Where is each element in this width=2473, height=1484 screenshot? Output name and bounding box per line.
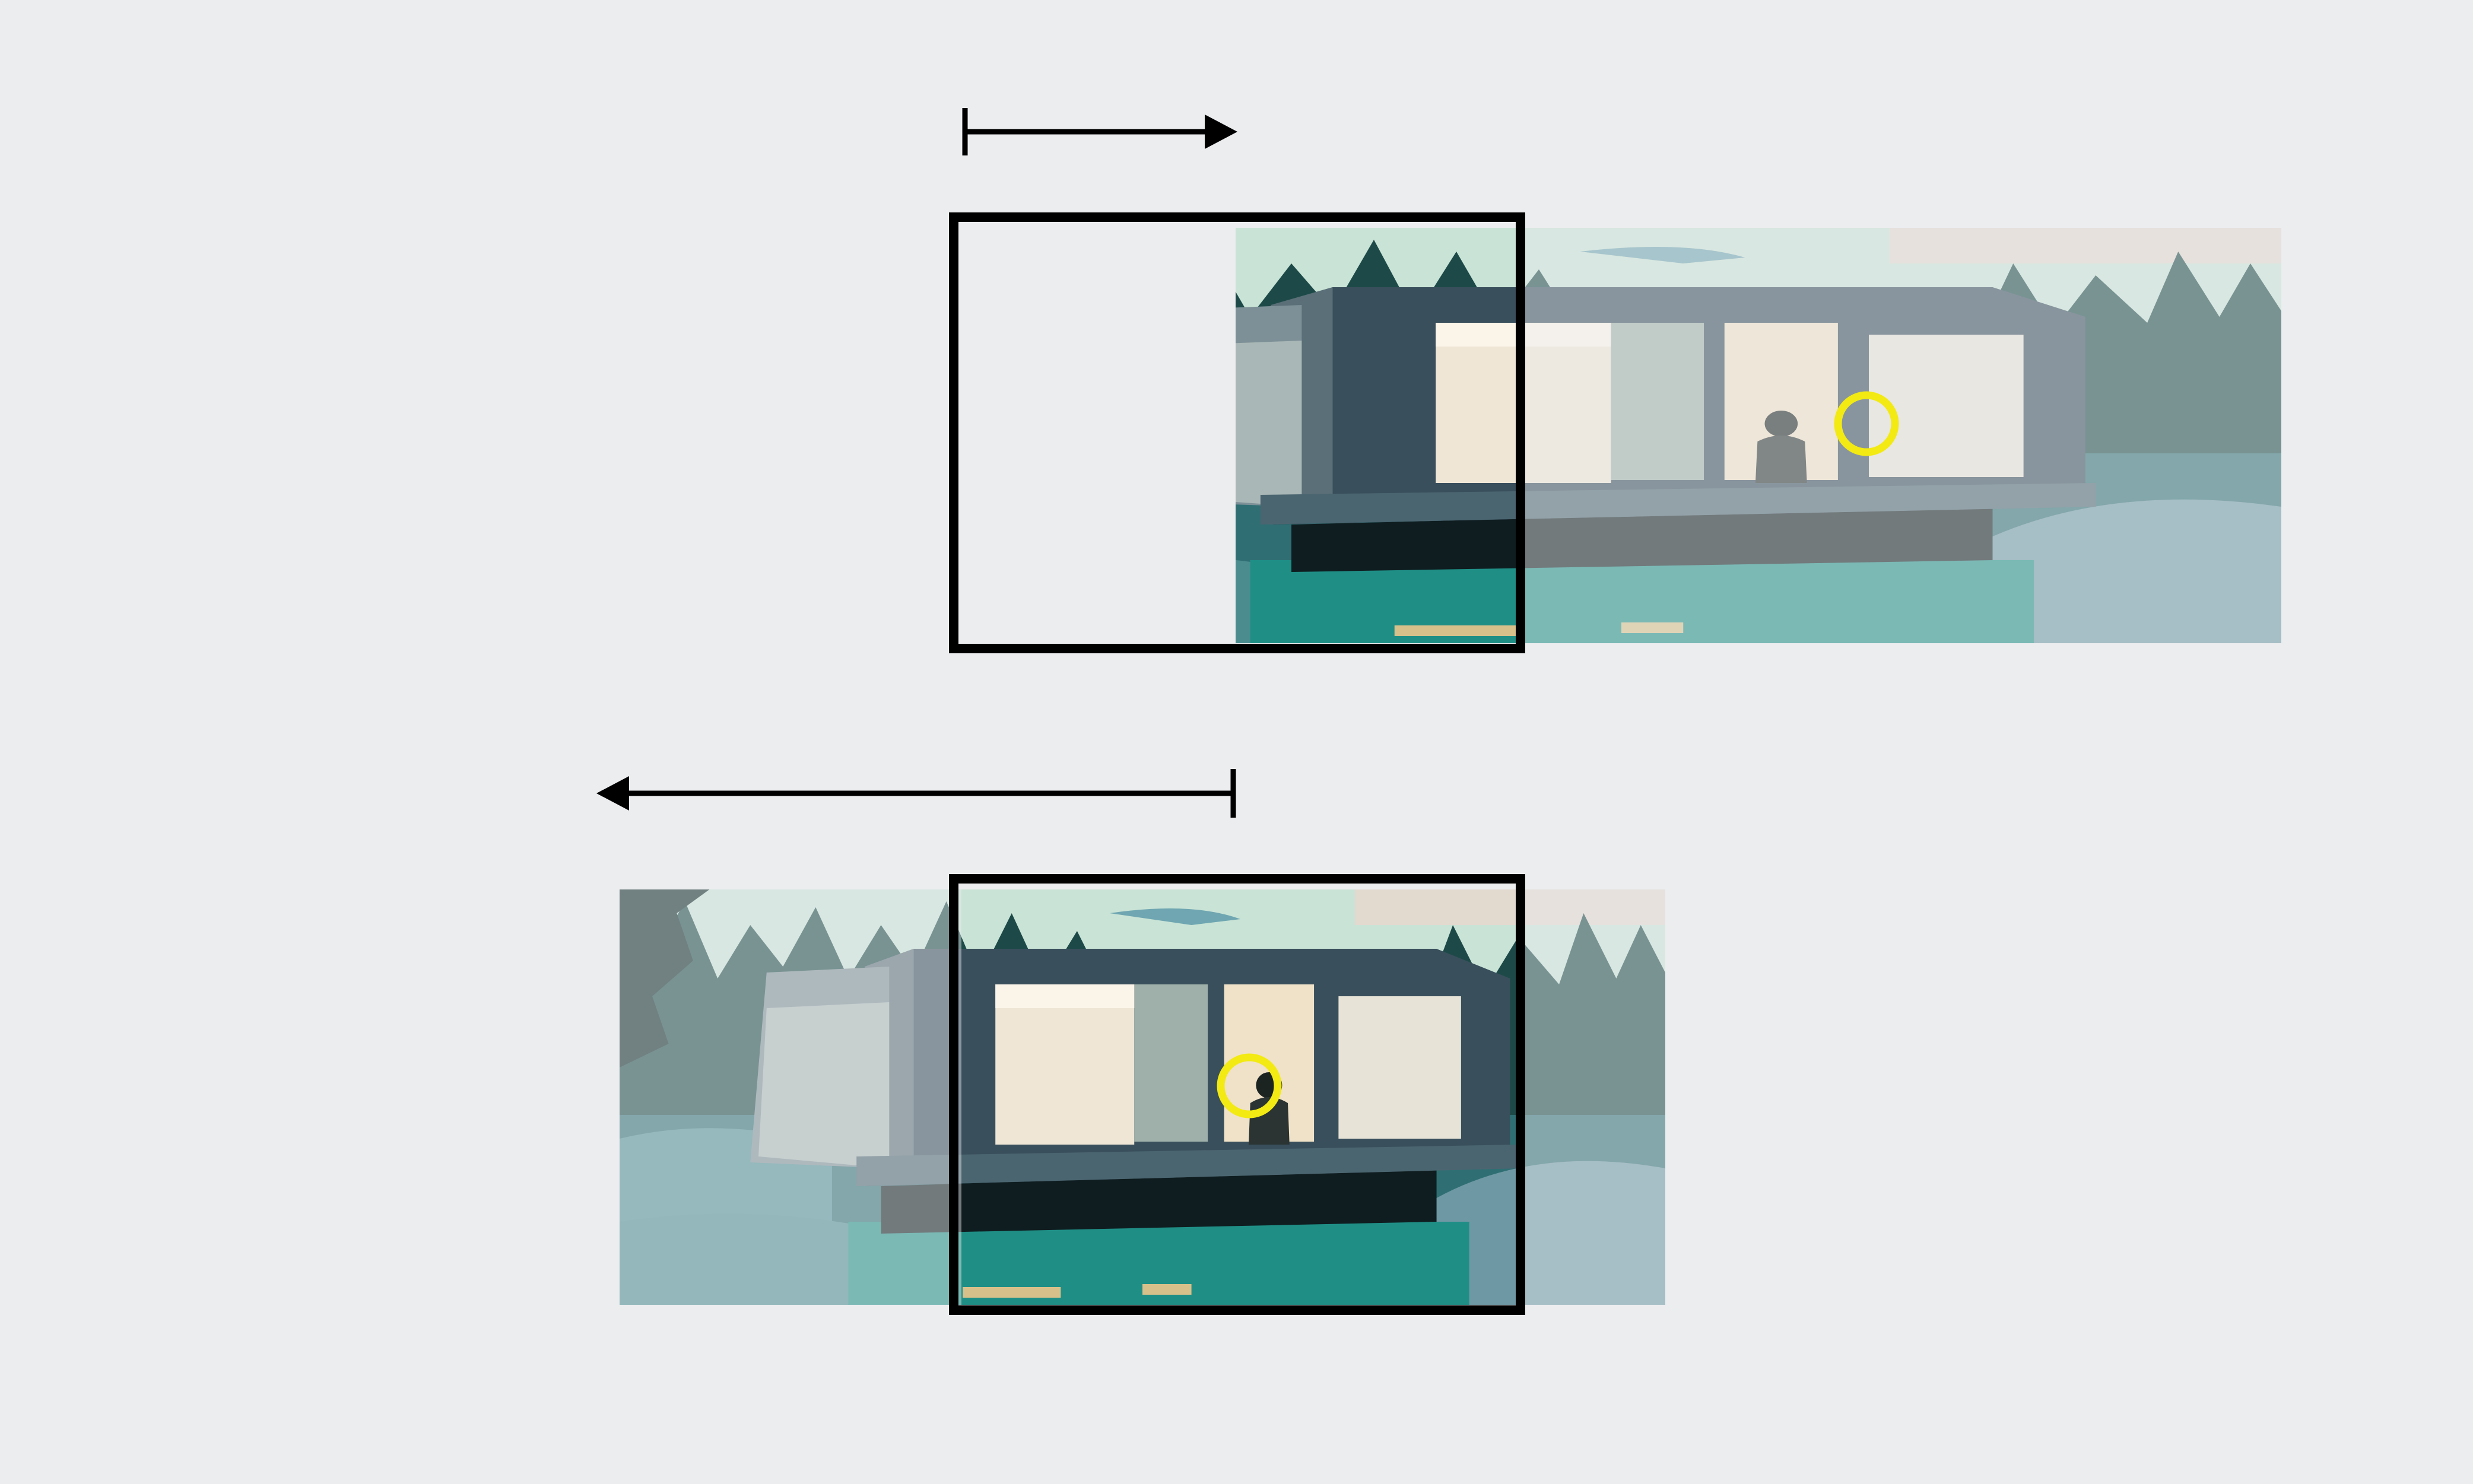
top-panel [949, 108, 2281, 653]
arrow-left-icon [596, 769, 1236, 818]
bottom-frame [949, 874, 1525, 1315]
highlight-circle-icon [1217, 1053, 1282, 1118]
top-frame [949, 212, 1525, 653]
highlight-circle-icon [1834, 391, 1899, 456]
bottom-panel [596, 769, 1665, 1315]
top-empty-region [961, 225, 1236, 647]
arrow-right-icon [962, 108, 1237, 155]
